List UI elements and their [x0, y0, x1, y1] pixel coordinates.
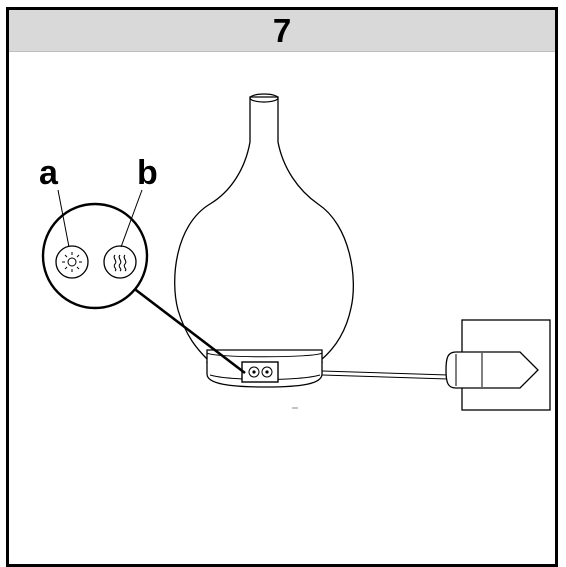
light-icon [55, 245, 89, 279]
zoom-callout-circle [41, 202, 149, 310]
button-panel [241, 361, 279, 383]
step-number: 7 [272, 12, 292, 49]
callout-b-label: b [137, 154, 158, 192]
step-header: 7 [9, 10, 555, 52]
power-cable [321, 370, 449, 380]
callout-b-pointer [120, 189, 143, 248]
diffuser-diagram: a b [39, 93, 551, 411]
callout-a-pointer [57, 189, 70, 248]
mist-icon [103, 245, 137, 279]
power-plug [445, 351, 539, 389]
diffuser-body [174, 93, 354, 363]
callout-a-label: a [39, 154, 59, 192]
zoom-leader-line [131, 285, 246, 375]
